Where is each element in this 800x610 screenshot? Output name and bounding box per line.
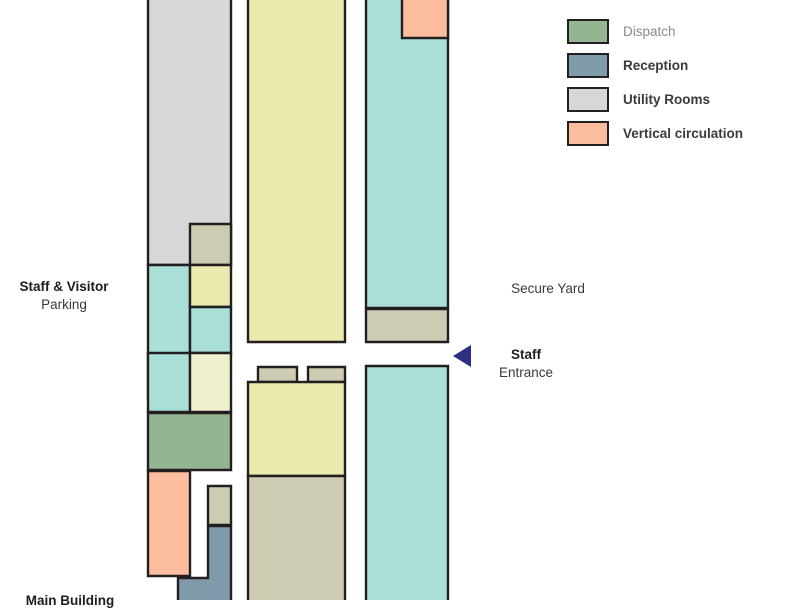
label-parking-line2: Parking — [41, 297, 87, 313]
label-secure-yard-line1: Secure Yard — [511, 281, 585, 296]
legend-item-dispatch[interactable]: Dispatch — [567, 14, 792, 48]
room-east-teal-south — [364, 364, 450, 600]
room-central-entry-block-east — [306, 365, 347, 384]
room-lobby-tan-niche — [206, 484, 233, 527]
legend-item-utility-rooms[interactable]: Utility Rooms — [567, 82, 792, 116]
label-parking-line1: Staff & Visitor — [19, 279, 109, 294]
legend-item-label: Vertical circulation — [623, 125, 744, 141]
room-vertical-circulation-stair — [146, 469, 192, 578]
room-west-yellow-small — [188, 263, 233, 309]
staff-entrance-arrow — [453, 345, 471, 367]
legend-item-label: Utility Rooms — [623, 91, 711, 107]
room-reception-room — [176, 524, 233, 600]
room-utility-annex-tan — [188, 222, 233, 267]
room-central-entry-block-west — [256, 365, 299, 384]
rooms-layer — [146, 0, 450, 600]
legend-item-vertical-circulation[interactable]: Vertical circulation — [567, 116, 792, 150]
room-dispatch-room — [146, 411, 233, 472]
label-main-building: Main Building — [0, 592, 140, 610]
room-east-teal-north — [364, 0, 450, 310]
legend-item-label: Reception — [623, 57, 689, 73]
room-east-tan-band — [364, 307, 450, 344]
room-west-teal-lower — [146, 351, 192, 414]
legend-swatch-icon — [567, 86, 609, 112]
legend-swatch-icon — [567, 52, 609, 78]
label-staff-entrance-line1: Staff — [511, 347, 541, 362]
room-east-vertical-circulation — [400, 0, 450, 40]
label-staff-entrance: Staff Entrance — [466, 346, 586, 382]
room-west-teal-mid — [188, 305, 233, 355]
label-main-building-line1: Main Building — [25, 593, 115, 608]
label-staff-visitor-parking: Staff & Visitor Parking — [0, 278, 128, 314]
room-central-yellow-north — [246, 0, 347, 344]
legend-item-label: Dispatch — [623, 23, 676, 39]
legend-swatch-icon — [567, 18, 609, 44]
entrance-arrow-layer — [453, 345, 471, 367]
room-central-yellow-south — [246, 380, 347, 478]
legend-swatch-icon — [567, 120, 609, 146]
room-central-tan-south — [246, 474, 347, 600]
room-west-pale-yellow — [188, 351, 233, 414]
legend-item-reception[interactable]: Reception — [567, 48, 792, 82]
label-staff-entrance-line2: Entrance — [498, 365, 554, 381]
label-secure-yard: Secure Yard — [470, 280, 626, 298]
